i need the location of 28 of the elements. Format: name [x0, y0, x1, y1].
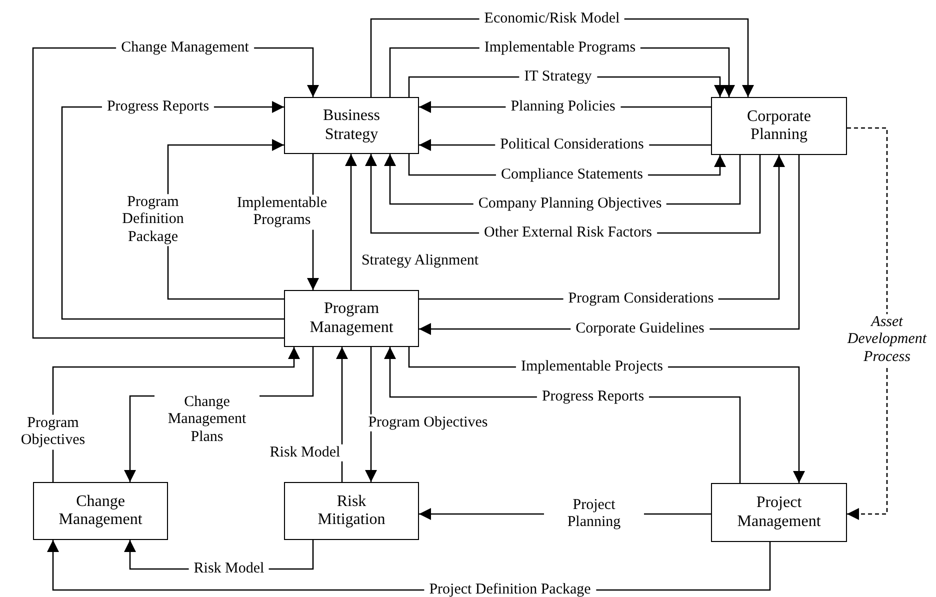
edge-label: Corporate Guidelines: [570, 320, 710, 338]
process-box: [33, 482, 168, 540]
process-box: [711, 483, 847, 542]
process-box: [284, 97, 419, 154]
process-box: [711, 97, 847, 155]
box-label: Corporate Planning: [746, 108, 812, 144]
edge-label: Program Considerations: [563, 290, 719, 308]
process-box: [284, 290, 419, 347]
process-box: [284, 482, 419, 540]
edge-label: Implementable Programs: [479, 39, 641, 57]
edge-label: IT Strategy: [519, 68, 597, 86]
edge-label: Progress Reports: [536, 388, 650, 406]
edge-label: Change Management: [116, 39, 254, 57]
edge-label: Implementable Projects: [516, 358, 668, 376]
arrow: [847, 127, 888, 520]
box-label: Change Management: [58, 492, 144, 530]
box-label: Project Management: [736, 494, 822, 531]
edge-label: Company Planning Objectives: [473, 195, 667, 213]
box-label: Program Management: [308, 300, 394, 337]
edge-label: Project Planning: [544, 496, 644, 532]
arrow: [52, 347, 300, 482]
edge-label: Compliance Statements: [496, 166, 648, 184]
box-label: Business Strategy: [322, 107, 381, 144]
edge-label: Progress Reports: [102, 98, 214, 116]
edge-label: Planning Policies: [506, 98, 620, 116]
box-label: Risk Mitigation: [316, 492, 386, 530]
arrow: [345, 154, 357, 290]
edge-label: Project Definition Package: [424, 581, 596, 597]
